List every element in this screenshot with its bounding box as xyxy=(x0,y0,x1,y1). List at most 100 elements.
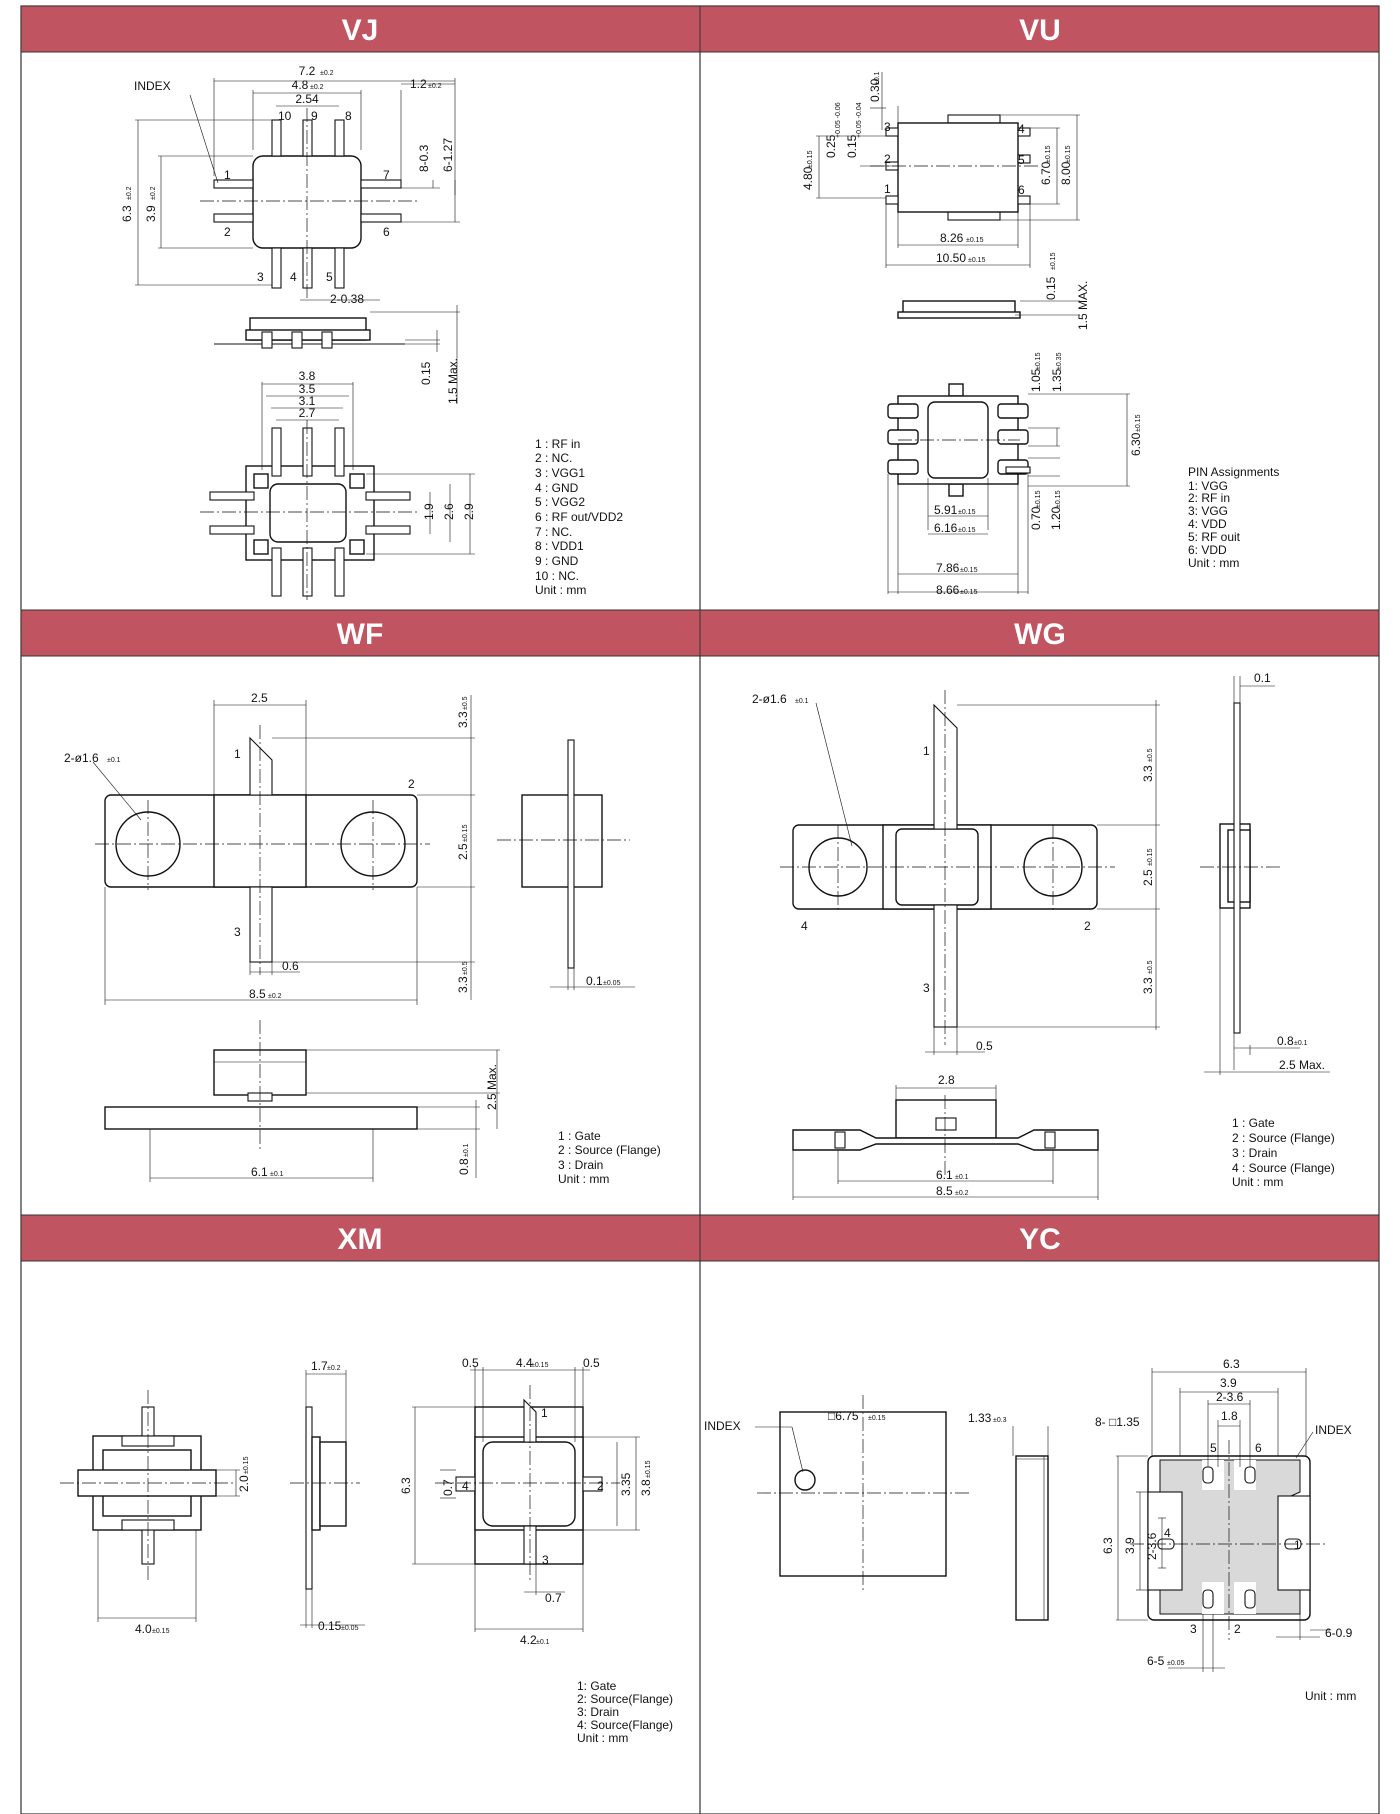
vu-legend-line: PIN Assignments xyxy=(1188,465,1279,479)
vj-top-view: 7.2 ±0.2 4.8 ±0.2 2.54 1.2 ±0.2 INDEX 6.… xyxy=(120,64,460,306)
wg-tol-2.5: ±0.15 xyxy=(1147,848,1154,866)
wg-tol-3.3b: ±0.5 xyxy=(1147,960,1154,974)
vj-dim-0.15: 0.15 xyxy=(419,361,433,385)
vj-tol-4.8: ±0.2 xyxy=(310,84,324,91)
vu-legend-line: 2: RF in xyxy=(1188,491,1230,505)
wf-dim-2.5b: 2.5 xyxy=(456,843,470,860)
vj-dim-3.9: 3.9 xyxy=(144,205,158,222)
xm-legend-line: 1: Gate xyxy=(577,1679,617,1693)
vu-tol-7.86: ±0.15 xyxy=(960,567,978,574)
yc-side-view: 1.33 ±0.3 xyxy=(968,1411,1049,1621)
vj-dim-2.54: 2.54 xyxy=(295,92,319,106)
vu-legend-line: 4: VDD xyxy=(1188,517,1227,531)
wf-dim-8.5: 8.5 xyxy=(249,987,266,1001)
vj-legend-line: Unit : mm xyxy=(535,583,586,597)
wg-pin-4: 4 xyxy=(801,919,808,933)
section-title-wf: WF xyxy=(337,618,384,651)
vu-dim-1.35: 1.35 xyxy=(1050,368,1064,392)
xm-legend: 1: Gate 2: Source(Flange) 3: Drain 4: So… xyxy=(577,1679,673,1745)
wf-front-view: 2.5 Max. 0.8 ±0.1 6.1 ±0.1 xyxy=(104,1020,500,1182)
vu-dim-0.70: 0.70 xyxy=(1029,506,1043,530)
yc-top-view: INDEX □6.75 ±0.15 xyxy=(704,1395,970,1590)
vu-legend-line: 5: RF ouit xyxy=(1188,530,1241,544)
vj-side-view: 0.15 1.5 Max. xyxy=(214,305,460,404)
vu-dim-5.91: 5.91 xyxy=(934,503,958,517)
vu-dim-z0.15: 0.15 xyxy=(1044,276,1058,300)
xm-dim-3.35: 3.35 xyxy=(619,1472,633,1496)
vu-tol-6.16: ±0.15 xyxy=(958,527,976,534)
xm-tol-2.0: ±0.15 xyxy=(243,1456,250,1474)
vu-pin-5: 5 xyxy=(1018,153,1025,167)
wf-dim-6.1: 6.1 xyxy=(251,1165,268,1179)
wf-tol-3.3a: ±0.5 xyxy=(462,696,469,710)
vj-dim-2.9: 2.9 xyxy=(462,503,476,520)
yc-dim-3.9: 3.9 xyxy=(1220,1376,1237,1390)
wf-tol-6.1: ±0.1 xyxy=(270,1171,284,1178)
package-vj: 7.2 ±0.2 4.8 ±0.2 2.54 1.2 ±0.2 INDEX 6.… xyxy=(120,64,623,600)
vj-legend-line: 2 : NC. xyxy=(535,451,572,465)
xm-dim-0.7: 0.7 xyxy=(441,1479,455,1496)
vu-dim-4.80: 4.80 xyxy=(801,166,815,190)
wf-dim-0.1: 0.1 xyxy=(586,974,603,988)
vj-legend-line: 3 : VGG1 xyxy=(535,466,585,480)
wg-pin-1: 1 xyxy=(923,744,930,758)
xm-dim-1.7: 1.7 xyxy=(311,1359,328,1373)
wf-dim-3.3c: 3.3 xyxy=(456,976,470,993)
section-title-vu: VU xyxy=(1019,14,1061,47)
vu-dim-8.26: 8.26 xyxy=(940,231,964,245)
wf-legend-line: Unit : mm xyxy=(558,1172,609,1186)
header-bar-wg xyxy=(699,609,1380,657)
package-vu: 0.30 ±0.1 0.25 +0.05 -0.06 0.15 +0.05 -0… xyxy=(801,71,1279,597)
vu-dim-6.70: 6.70 xyxy=(1039,161,1053,185)
wg-legend-line: 1 : Gate xyxy=(1232,1116,1275,1130)
vj-legend-line: 1 : RF in xyxy=(535,437,580,451)
vu-legend-line: 3: VGG xyxy=(1188,504,1228,518)
xm-dim-4.2: 4.2 xyxy=(520,1633,537,1647)
yc-legend: Unit : mm xyxy=(1305,1689,1356,1703)
package-wg: 2-ø1.6 ±0.1 3.3 ±0.5 2.5 ±0.15 3.3 ±0.5 … xyxy=(752,671,1335,1200)
xm-tol-1.7: ±0.2 xyxy=(327,1365,341,1372)
xm-pin-4: 4 xyxy=(462,1479,469,1493)
xm-dim-2.0: 2.0 xyxy=(237,1475,251,1492)
section-title-xm: XM xyxy=(338,1223,383,1256)
vu-legend-line: Unit : mm xyxy=(1188,556,1239,570)
yc-dim-6-0.9: 6-0.9 xyxy=(1325,1626,1353,1640)
xm-top-view: 2.0 ±0.15 4.0 ±0.15 xyxy=(60,1390,251,1636)
vj-dim-4.8: 4.8 xyxy=(292,78,309,92)
vj-tol-6.3: ±0.2 xyxy=(126,186,133,200)
vj-dim-2.7: 2.7 xyxy=(299,406,316,420)
xm-dim-0.5b: 0.5 xyxy=(583,1356,600,1370)
package-yc: INDEX □6.75 ±0.15 1.33 ±0.3 xyxy=(704,1357,1356,1703)
wf-legend-line: 2 : Source (Flange) xyxy=(558,1143,661,1157)
xm-legend-line: Unit : mm xyxy=(577,1731,628,1745)
vj-dim-2-0.38: 2-0.38 xyxy=(330,292,364,306)
wg-dim-2.8: 2.8 xyxy=(938,1073,955,1087)
vu-dim-1.05: 1.05 xyxy=(1029,368,1043,392)
header-bar-vj xyxy=(20,5,701,53)
xm-dim-0.7b: 0.7 xyxy=(545,1591,562,1605)
vu-bottom-view: 1.05 ±0.15 1.35 ±0.35 6.30 ±0.15 0.70 ±0… xyxy=(887,352,1143,597)
wg-dim-0.8: 0.8 xyxy=(1277,1034,1294,1048)
yc-index-left: INDEX xyxy=(704,1419,741,1433)
vu-tol-8.00: ±0.15 xyxy=(1065,145,1072,163)
vj-dim-3.5: 3.5 xyxy=(299,382,316,396)
vj-legend-line: 6 : RF out/VDD2 xyxy=(535,510,623,524)
wg-side-view: 0.1 0.8 ±0.1 2.5 Max. xyxy=(1200,671,1330,1075)
yc-dim-8-1.35: 8- □1.35 xyxy=(1095,1415,1140,1429)
vj-legend-line: 5 : VGG2 xyxy=(535,495,585,509)
wg-dim-2.5: 2.5 xyxy=(1141,869,1155,886)
xm-dim-6.3: 6.3 xyxy=(399,1477,413,1494)
vu-dim-0.15: 0.15 xyxy=(845,134,859,158)
vu-tol-8.26: ±0.15 xyxy=(966,237,984,244)
vu-legend-line: 1: VGG xyxy=(1188,479,1228,493)
xm-tol-4.0: ±0.15 xyxy=(152,1628,170,1635)
xm-dim-3.8: 3.8 xyxy=(639,1479,653,1496)
wf-legend-line: 1 : Gate xyxy=(558,1129,601,1143)
vu-dim-8.00: 8.00 xyxy=(1059,161,1073,185)
yc-pin-6: 6 xyxy=(1255,1441,1262,1455)
yc-dim-1.8: 1.8 xyxy=(1221,1409,1238,1423)
yc-dim-6.75: □6.75 xyxy=(828,1409,859,1423)
xm-bottom-view: 0.5 4.4 ±0.15 0.5 6.3 0.7 3.35 3.8 ±0.15… xyxy=(399,1356,653,1647)
wf-tol-8.5: ±0.2 xyxy=(268,993,282,1000)
